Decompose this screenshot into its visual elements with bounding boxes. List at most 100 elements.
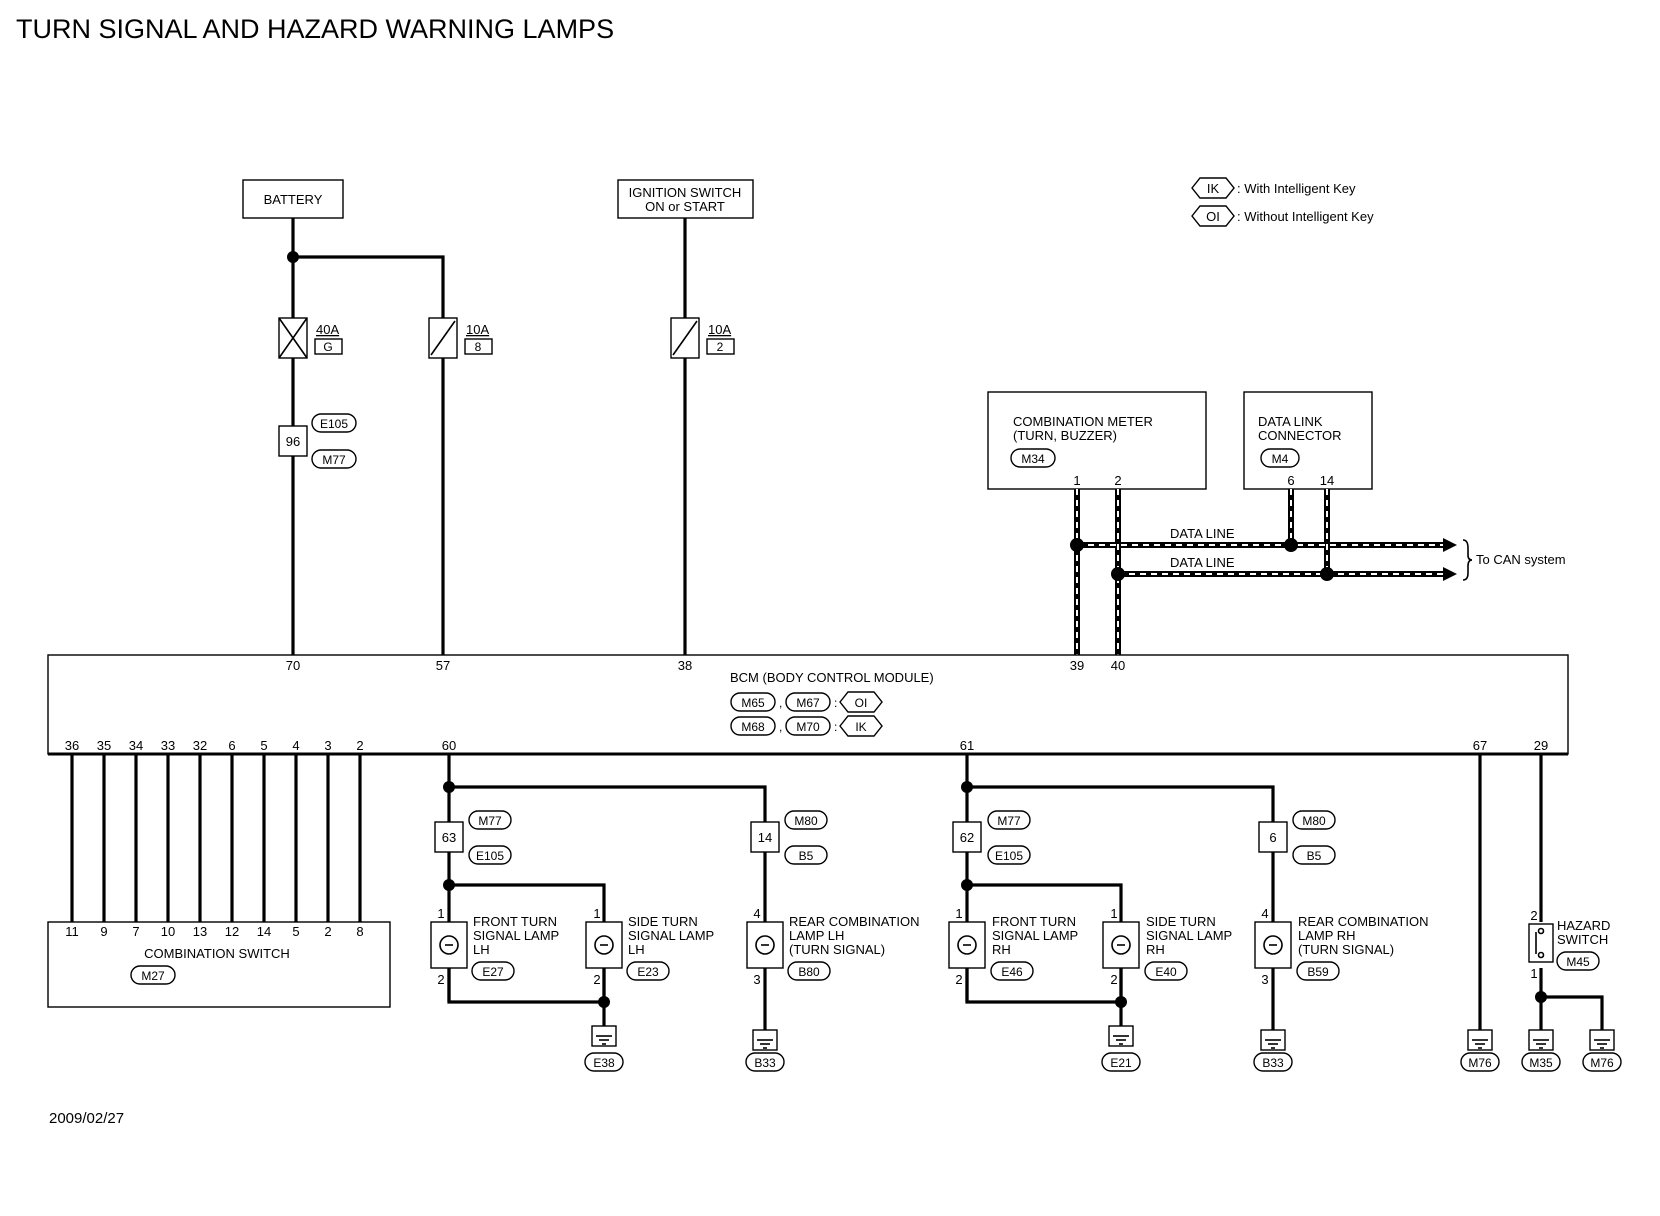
- side-lh-pin-bot: 2: [593, 972, 600, 987]
- combo-pin-7: 7: [132, 924, 139, 939]
- rear-rh-line-3: (TURN SIGNAL): [1298, 942, 1394, 957]
- bcm-pin-40: 40: [1111, 658, 1125, 673]
- joint-6-pin: 6: [1269, 830, 1276, 845]
- rh-circuit: [961, 754, 1275, 1030]
- dlc-line-2: CONNECTOR: [1258, 428, 1342, 443]
- joint-14-conn1: M80: [794, 814, 818, 828]
- bcm-pin-57: 57: [436, 658, 450, 673]
- bcm-pin-3: 3: [324, 738, 331, 753]
- fuse-10a-8: 10A 8: [428, 317, 493, 359]
- joint-62-conn1: M77: [997, 814, 1021, 828]
- bcm-module: 70 57 38 39 40 BCM (BODY CONTROL MODULE)…: [47, 654, 1569, 756]
- side-rh-conn: E40: [1155, 965, 1177, 979]
- fuse-10a-8-no: 8: [475, 340, 482, 354]
- legend-ik-code: IK: [1207, 181, 1220, 196]
- bcm-conn-m67: M67: [796, 696, 820, 710]
- bcm-pin-5: 5: [260, 738, 267, 753]
- combo-switch-name: COMBINATION SWITCH: [144, 946, 290, 961]
- lh-circuit: [443, 754, 767, 1030]
- data-line-label-2: DATA LINE: [1170, 555, 1235, 570]
- joint-6-conn2: B5: [1307, 849, 1322, 863]
- joint-96-conn2: M77: [322, 453, 346, 467]
- front-lh-pin-bot: 2: [437, 972, 444, 987]
- joint-connector-6: 6 M80 B5: [1258, 810, 1336, 865]
- joint-14-pin: 14: [758, 830, 772, 845]
- bcm-conn-m68: M68: [741, 720, 765, 734]
- ground-e38-label: E38: [593, 1056, 615, 1070]
- rear-lh-conn: B80: [798, 965, 820, 979]
- combo-pin-12: 12: [225, 924, 239, 939]
- rear-lh-line-1: REAR COMBINATION: [789, 914, 920, 929]
- joint-62-pin: 62: [960, 830, 974, 845]
- fuse-10a-8-amp: 10A: [466, 322, 489, 337]
- joint-14-conn2: B5: [799, 849, 814, 863]
- bcm-pin-2: 2: [356, 738, 363, 753]
- rear-lh-line-3: (TURN SIGNAL): [789, 942, 885, 957]
- meter-line-2: (TURN, BUZZER): [1013, 428, 1117, 443]
- ground-e21: E21: [1101, 1025, 1141, 1072]
- bcm-pin-70: 70: [286, 658, 300, 673]
- bcm-conn-colon-1: :: [834, 696, 837, 710]
- fuse-10a-2: 10A 2: [670, 317, 735, 359]
- hazard-line-1: HAZARD: [1557, 918, 1610, 933]
- combination-meter: COMBINATION METER (TURN, BUZZER) M34 1 2: [987, 391, 1207, 490]
- bcm-pin-4: 4: [292, 738, 299, 753]
- front-lh-pin-top: 1: [437, 906, 444, 921]
- dlc-pin-6: 6: [1287, 473, 1294, 488]
- legend-oi-text: : Without Intelligent Key: [1237, 209, 1374, 224]
- data-link-connector: DATA LINK CONNECTOR M4 6 14: [1243, 391, 1373, 490]
- side-rh-pin-bot: 2: [1110, 972, 1117, 987]
- dlc-pin-14: 14: [1320, 473, 1334, 488]
- front-turn-lamp-lh: 1 2 FRONT TURN SIGNAL LAMP LH E27: [430, 906, 559, 987]
- rear-combination-lamp-lh: 4 3 REAR COMBINATION LAMP LH (TURN SIGNA…: [746, 906, 920, 987]
- bcm-pin-67: 67: [1473, 738, 1487, 753]
- ground-m35: M35: [1521, 1029, 1561, 1072]
- side-lh-pin-top: 1: [593, 906, 600, 921]
- joint-connector-14: 14 M80 B5: [750, 810, 828, 865]
- meter-pin-2: 2: [1114, 473, 1121, 488]
- front-rh-pin-bot: 2: [955, 972, 962, 987]
- can-data-lines: DATA LINE DATA LINE To CAN system: [1070, 489, 1566, 655]
- combo-pin-8: 8: [356, 924, 363, 939]
- ground-b33-lh-label: B33: [754, 1056, 776, 1070]
- bcm-pin-60: 60: [442, 738, 456, 753]
- joint-62-conn2: E105: [995, 849, 1023, 863]
- hazard-switch-circuit: 2 1 HAZARD SWITCH M45: [1478, 754, 1610, 1030]
- ground-e38: E38: [584, 1025, 624, 1072]
- legend-oi-code: OI: [1206, 209, 1220, 224]
- legend-ik-text: : With Intelligent Key: [1237, 181, 1356, 196]
- ignition-line-1: IGNITION SWITCH: [629, 185, 742, 200]
- meter-pin-1: 1: [1073, 473, 1080, 488]
- joint-63-pin: 63: [442, 830, 456, 845]
- front-lh-conn: E27: [482, 965, 504, 979]
- front-lh-line-2: SIGNAL LAMP: [473, 928, 559, 943]
- combo-pin-2: 2: [324, 924, 331, 939]
- bcm-conn-oi: OI: [855, 696, 868, 710]
- dlc-conn: M4: [1272, 452, 1289, 466]
- bcm-conn-sep-2: ,: [779, 720, 782, 734]
- joint-connector-63: 63 M77 E105: [434, 810, 512, 865]
- fuse-40a: 40A G: [278, 317, 343, 359]
- fuse-40a-no: G: [323, 340, 332, 354]
- bcm-pin-33: 33: [161, 738, 175, 753]
- front-lh-line-3: LH: [473, 942, 490, 957]
- joint-connector-62: 62 M77 E105: [952, 810, 1031, 865]
- side-rh-line-2: SIGNAL LAMP: [1146, 928, 1232, 943]
- front-turn-lamp-rh: 1 2 FRONT TURN SIGNAL LAMP RH E46: [948, 906, 1078, 987]
- dlc-line-1: DATA LINK: [1258, 414, 1323, 429]
- rear-rh-conn: B59: [1307, 965, 1329, 979]
- grounds: E38 B33 E21 B33 M76: [584, 1025, 1622, 1072]
- rear-lh-line-2: LAMP LH: [789, 928, 844, 943]
- rear-lh-pin-bot: 3: [753, 972, 760, 987]
- combo-pin-14: 14: [257, 924, 271, 939]
- combo-pin-10: 10: [161, 924, 175, 939]
- meter-conn: M34: [1021, 452, 1045, 466]
- ground-m76-a-label: M76: [1468, 1056, 1492, 1070]
- combo-switch-conn: M27: [141, 969, 165, 983]
- combo-pin-13: 13: [193, 924, 207, 939]
- side-turn-lamp-lh: 1 2 SIDE TURN SIGNAL LAMP LH E23: [585, 906, 714, 987]
- side-lh-line-1: SIDE TURN: [628, 914, 698, 929]
- side-lh-line-2: SIGNAL LAMP: [628, 928, 714, 943]
- legend-ik-tag: [1191, 177, 1235, 199]
